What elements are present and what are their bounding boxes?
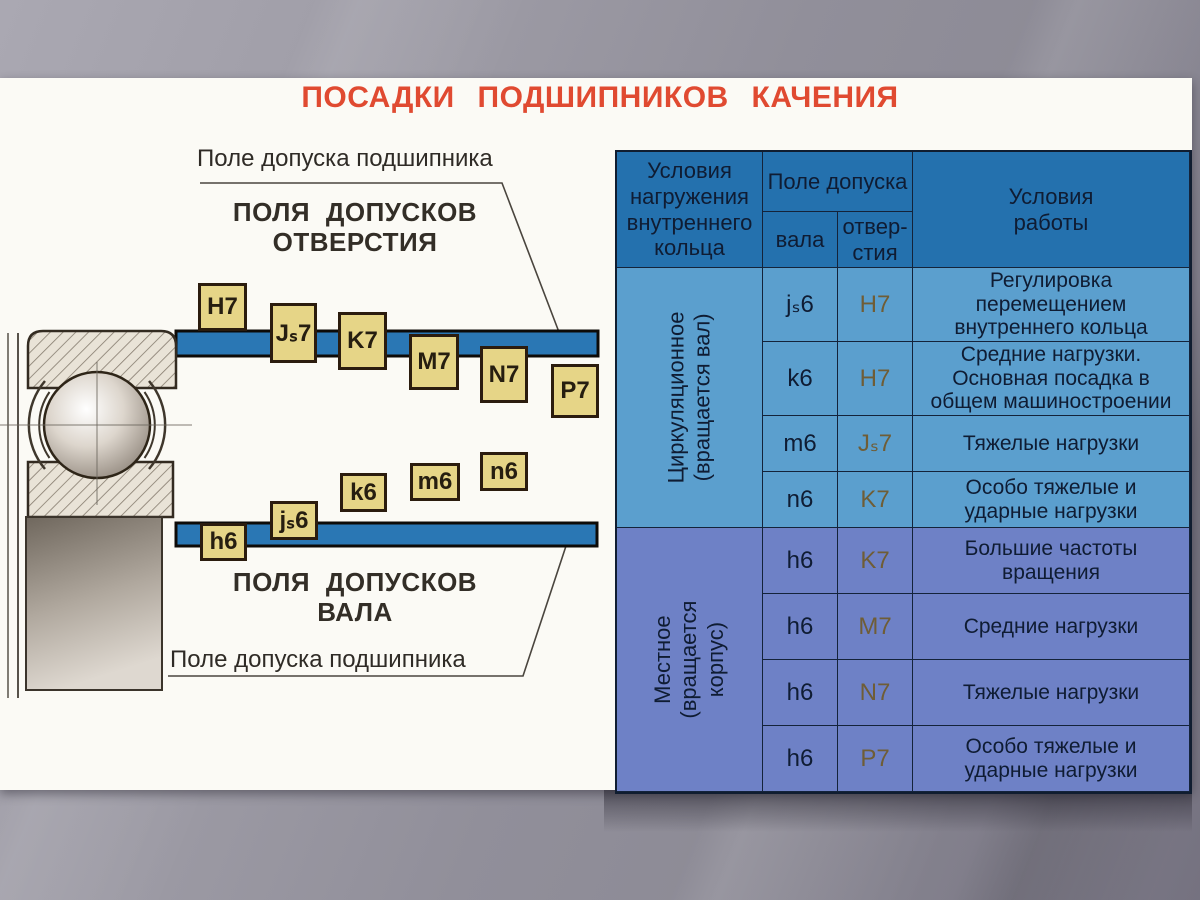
header-hole-column: отвер- стия (838, 212, 913, 268)
header-tolerance-field: Поле допуска (763, 152, 913, 212)
shaft-tolerance-fields-heading: ПОЛЯ ДОПУСКОВ ВАЛА (232, 567, 478, 627)
work-conditions-cell: Средние нагрузки. Основная посадка в общ… (913, 342, 1190, 416)
bearing-bore-tolerance-bar (174, 329, 600, 358)
shaft-tolerance-cell: n6 (763, 472, 838, 528)
hole-tolerance-cell: H7 (838, 268, 913, 342)
shaft-tolerance-cell: h6 (763, 594, 838, 660)
shaft-tolerance-cell: h6 (763, 660, 838, 726)
bearing-tolerance-label-bottom: Поле допуска подшипника (170, 646, 466, 673)
header-working-conditions: Условия работы (913, 152, 1190, 268)
work-conditions-cell: Особо тяжелые и ударные нагрузки (913, 472, 1190, 528)
group-label-circulating-text: Циркуляционное (вращается вал) (663, 311, 715, 484)
hole-tolerance-fields-heading: ПОЛЯ ДОПУСКОВ ОТВЕРСТИЯ (232, 197, 478, 257)
shaft-tolerance-box-h6: h6 (200, 523, 247, 561)
shaft (25, 516, 163, 691)
hole-tolerance-box-P7: P7 (551, 364, 599, 418)
shaft-tolerance-cell: jₛ6 (763, 268, 838, 342)
hole-tolerance-cell: K7 (838, 528, 913, 594)
bearing-fits-table: Условия нагружения внутреннего кольца По… (615, 150, 1192, 794)
shaft-tolerance-cell: h6 (763, 726, 838, 792)
hole-tolerance-cell: P7 (838, 726, 913, 792)
hole-tolerance-cell: N7 (838, 660, 913, 726)
hole-tolerance-cell: K7 (838, 472, 913, 528)
bearing-cross-section-drawing (0, 329, 192, 698)
shaft-tolerance-box-n6: n6 (480, 452, 528, 491)
work-conditions-cell: Тяжелые нагрузки (913, 416, 1190, 472)
shaft-tolerance-box-js6: jₛ6 (270, 501, 318, 540)
hole-tolerance-box-Js7: Jₛ7 (270, 303, 317, 363)
work-conditions-cell: Особо тяжелые и ударные нагрузки (913, 726, 1190, 792)
work-conditions-cell: Регулировка перемещением внутреннего кол… (913, 268, 1190, 342)
work-conditions-cell: Большие частоты вращения (913, 528, 1190, 594)
bearing-fit-diagram (0, 182, 600, 698)
work-conditions-cell: Тяжелые нагрузки (913, 660, 1190, 726)
top-leader-line (200, 182, 563, 341)
hole-tolerance-box-M7: M7 (409, 334, 459, 390)
work-conditions-cell: Средние нагрузки (913, 594, 1190, 660)
table-drop-shadow (604, 790, 1192, 832)
shaft-tolerance-cell: m6 (763, 416, 838, 472)
slide-title: ПОСАДКИ ПОДШИПНИКОВ КАЧЕНИЯ (301, 81, 899, 114)
group-label-circulating: Циркуляционное (вращается вал) (617, 268, 763, 528)
bearing-tolerance-label-top: Поле допуска подшипника (197, 145, 493, 172)
hole-tolerance-box-N7: N7 (480, 346, 528, 403)
hole-tolerance-cell: Jₛ7 (838, 416, 913, 472)
hole-tolerance-cell: M7 (838, 594, 913, 660)
header-loading-conditions: Условия нагружения внутреннего кольца (617, 152, 763, 268)
hole-tolerance-cell: H7 (838, 342, 913, 416)
shaft-tolerance-cell: k6 (763, 342, 838, 416)
shaft-tolerance-cell: h6 (763, 528, 838, 594)
bottom-leader-line (168, 545, 567, 677)
group-label-local-text: Местное (вращается корпус) (649, 600, 728, 719)
group-label-local: Местное (вращается корпус) (617, 528, 763, 792)
shaft-tolerance-box-m6: m6 (410, 463, 460, 501)
shaft-tolerance-box-k6: k6 (340, 473, 387, 512)
outer-ring (26, 329, 178, 390)
hole-tolerance-box-K7: K7 (338, 312, 387, 370)
hole-tolerance-box-H7: H7 (198, 283, 247, 331)
header-shaft-column: вала (763, 212, 838, 268)
